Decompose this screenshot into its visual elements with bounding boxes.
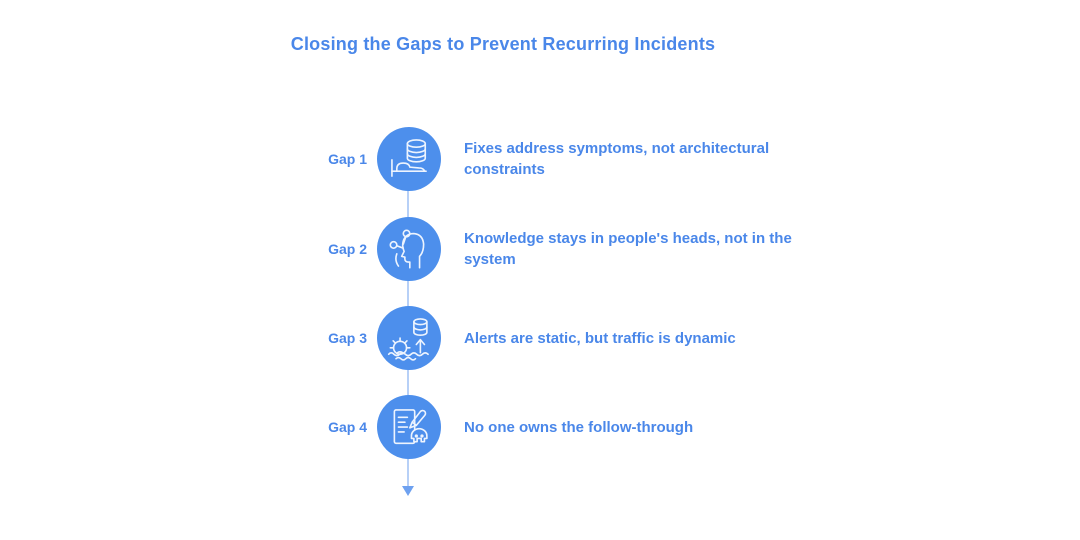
gap-icon-circle bbox=[377, 306, 441, 370]
gap-row-3: Gap 3 Alerts are static, but traffic is … bbox=[300, 306, 824, 370]
gap-icon-circle bbox=[377, 127, 441, 191]
gap-label: Gap 1 bbox=[328, 151, 367, 167]
gap-row-2: Gap 2 Knowledge stays in people's heads,… bbox=[300, 217, 824, 281]
gap-icon-circle bbox=[377, 395, 441, 459]
arrow-down-icon bbox=[402, 486, 414, 496]
head-network-icon bbox=[389, 229, 425, 269]
database-bed-icon bbox=[391, 139, 427, 177]
gap-icon-circle bbox=[377, 217, 441, 281]
gap-row-4: Gap 4 No one owns the follow-through bbox=[300, 395, 824, 459]
gap-description: Knowledge stays in people's heads, not i… bbox=[464, 230, 792, 268]
gear-waves-database-arrow-icon bbox=[387, 318, 429, 361]
gap-label: Gap 4 bbox=[328, 419, 367, 435]
checklist-pencil-skull-icon bbox=[393, 409, 428, 445]
gap-row-1: Gap 1 Fixes address symptoms, not archit… bbox=[300, 127, 824, 191]
gap-description: Alerts are static, but traffic is dynami… bbox=[464, 329, 736, 347]
diagram-title: Closing the Gaps to Prevent Recurring In… bbox=[290, 34, 716, 54]
gap-label: Gap 2 bbox=[328, 241, 367, 257]
gap-description: No one owns the follow-through bbox=[464, 418, 694, 436]
gap-label: Gap 3 bbox=[328, 330, 367, 346]
gap-description: Fixes address symptoms, not architectura… bbox=[464, 140, 770, 178]
